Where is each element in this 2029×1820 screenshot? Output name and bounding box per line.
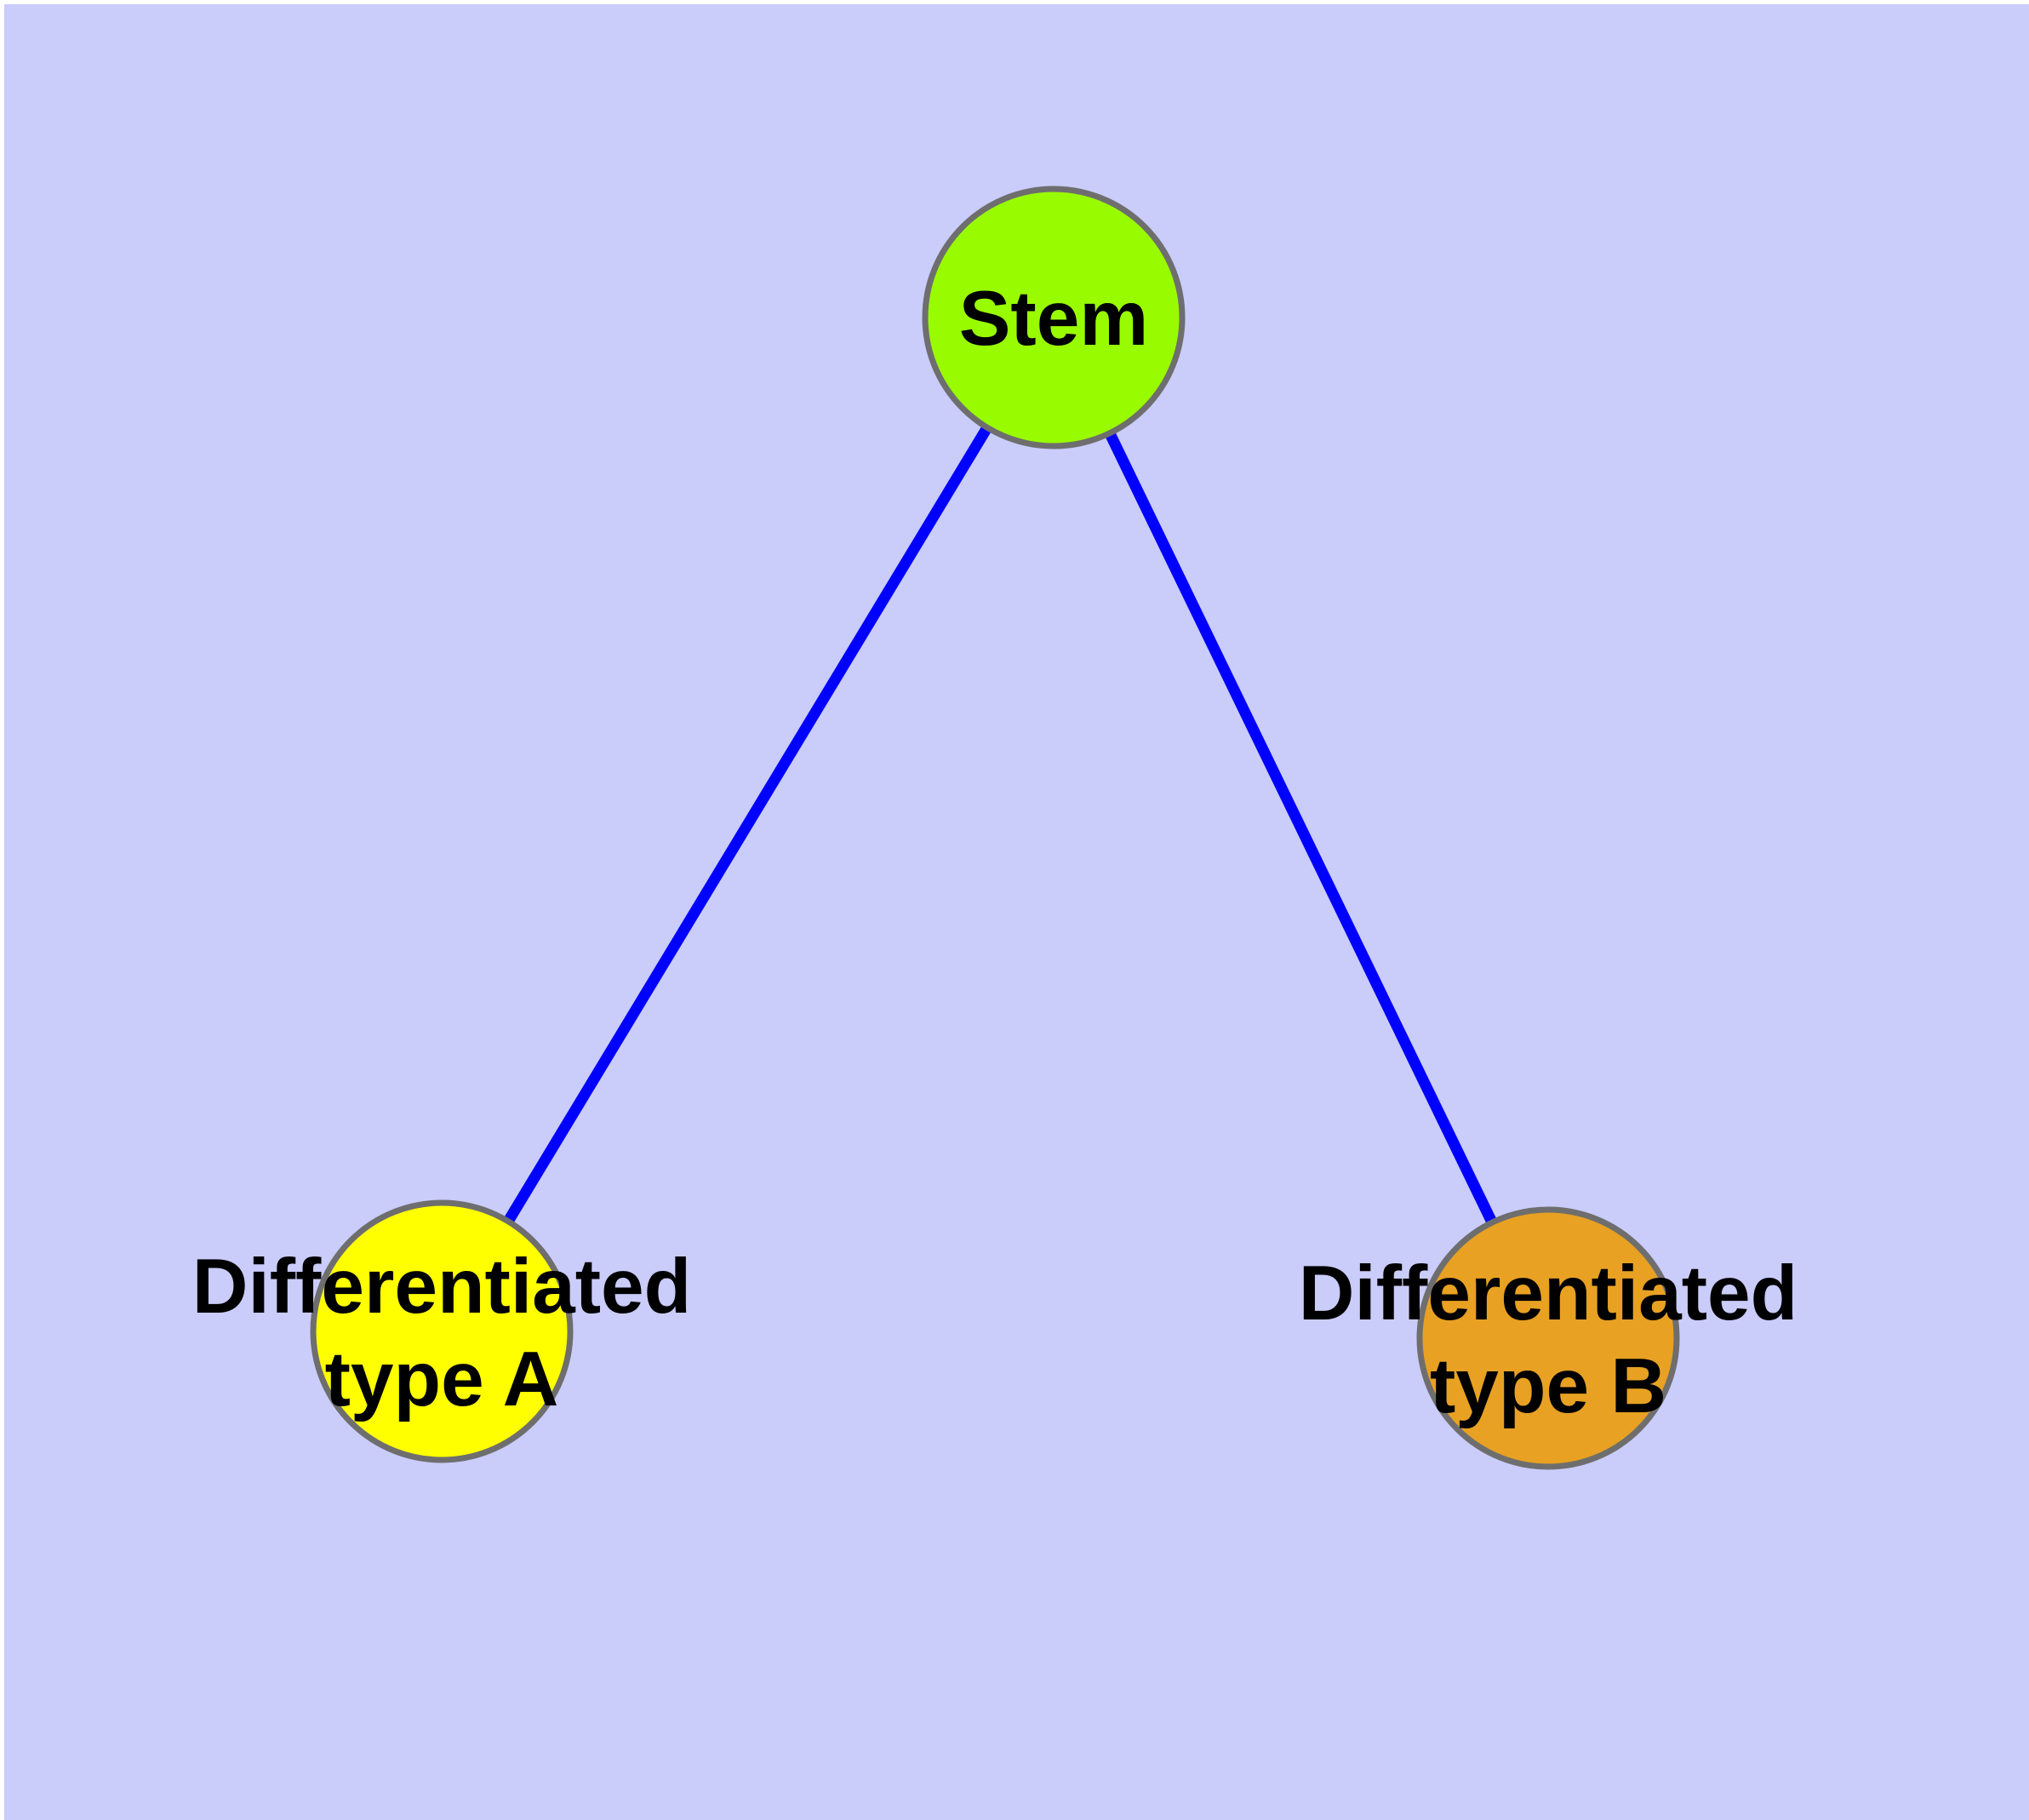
node-type-b-circle <box>1416 1206 1680 1470</box>
node-stem: Stem <box>922 186 1186 449</box>
node-type-a-label-line1: Differentiated <box>192 1244 692 1330</box>
edge-stem-to-type-a <box>437 314 1059 1335</box>
node-type-a-label-line2: type A <box>325 1336 559 1422</box>
node-type-b-label-line2: type B <box>1430 1343 1666 1429</box>
node-type-a-circle <box>310 1199 574 1463</box>
node-stem-circle <box>922 186 1186 449</box>
node-type-b: Differentiated type B <box>1299 1206 1798 1470</box>
node-type-a: Differentiated type A <box>192 1199 692 1463</box>
edge-stem-to-type-b <box>1049 315 1553 1341</box>
node-type-b-label-line1: Differentiated <box>1299 1251 1798 1336</box>
node-stem-label: Stem <box>959 276 1149 362</box>
